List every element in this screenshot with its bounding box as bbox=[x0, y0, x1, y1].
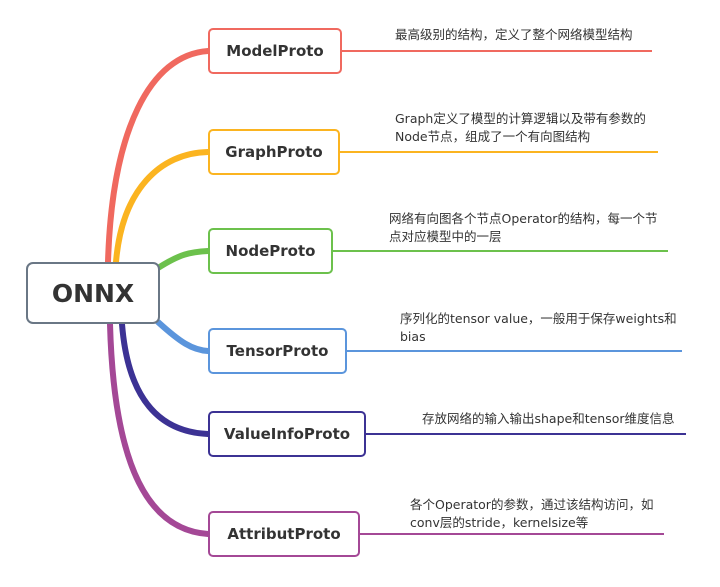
branch-node bbox=[155, 248, 211, 271]
node-label: AttributProto bbox=[227, 525, 341, 543]
node-attribut-proto[interactable]: AttributProto bbox=[208, 511, 360, 557]
branch-tensor bbox=[155, 319, 211, 354]
node-node-proto[interactable]: NodeProto bbox=[208, 228, 333, 274]
branch-model bbox=[105, 48, 211, 265]
node-model-proto[interactable]: ModelProto bbox=[208, 28, 342, 74]
description-tensor-proto: 序列化的tensor value，一般用于保存weights和bias bbox=[400, 311, 677, 344]
description-valueinfo-proto: 存放网络的输入输出shape和tensor维度信息 bbox=[422, 411, 675, 426]
branch-valueinfo bbox=[119, 321, 211, 437]
description-node-proto: 网络有向图各个节点Operator的结构，每一个节点对应模型中的一层 bbox=[389, 211, 658, 244]
node-label: ModelProto bbox=[226, 42, 324, 60]
description-attribut-proto: 各个Operator的参数，通过该结构访问，如conv层的stride，kern… bbox=[410, 497, 654, 530]
description-graph-proto: Graph定义了模型的计算逻辑以及带有参数的Node节点，组成了一个有向图结构 bbox=[395, 111, 646, 144]
node-valueinfo-proto[interactable]: ValueInfoProto bbox=[208, 411, 366, 457]
branch-graph bbox=[113, 149, 211, 265]
node-label: ValueInfoProto bbox=[223, 425, 351, 443]
node-label: TensorProto bbox=[226, 342, 329, 360]
root-node-onnx[interactable]: ONNX bbox=[26, 262, 160, 324]
node-label: GraphProto bbox=[225, 143, 323, 161]
root-label: ONNX bbox=[51, 278, 135, 308]
node-graph-proto[interactable]: GraphProto bbox=[208, 129, 340, 175]
node-tensor-proto[interactable]: TensorProto bbox=[208, 328, 347, 374]
description-model-proto: 最高级别的结构，定义了整个网络模型结构 bbox=[395, 27, 633, 42]
branch-attribut bbox=[107, 321, 211, 537]
node-label: NodeProto bbox=[225, 242, 316, 260]
